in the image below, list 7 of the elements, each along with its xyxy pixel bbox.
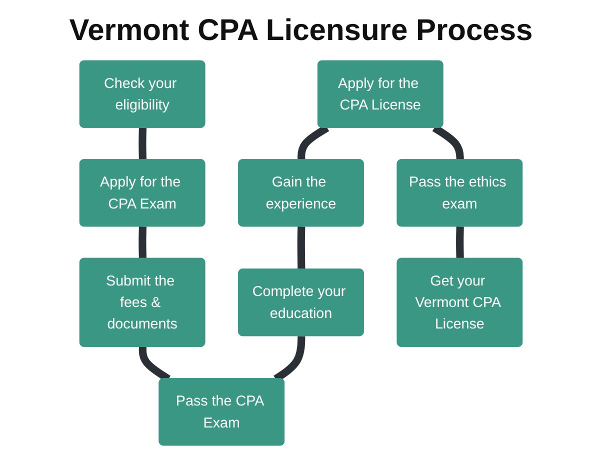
connector	[456, 225, 464, 260]
connector	[298, 124, 330, 161]
connector	[432, 124, 464, 161]
connector	[138, 126, 147, 161]
connector	[138, 225, 147, 260]
diagram-title: Vermont CPA Licensure Process	[68, 13, 534, 49]
connector	[297, 225, 306, 270]
